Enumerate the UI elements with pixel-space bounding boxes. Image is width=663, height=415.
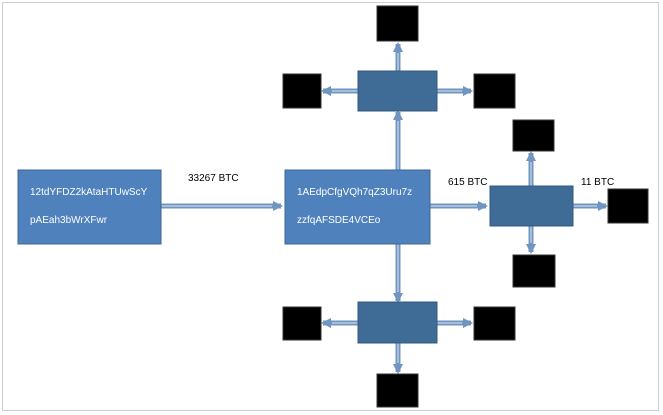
terminal-node-right-bottom xyxy=(512,254,556,288)
edge-label-hub-to-right: 615 BTC xyxy=(448,177,487,188)
terminal-node-top-left xyxy=(282,73,322,109)
bottom-intermediate-node xyxy=(357,301,438,344)
terminal-node-right xyxy=(607,188,649,224)
hub-address-line2: zzfqAFSDE4VCEo xyxy=(297,215,381,226)
terminal-node-top-right xyxy=(473,73,516,109)
arrow-highlights xyxy=(161,53,597,363)
terminal-node-right-top xyxy=(512,119,555,152)
terminal-node-top xyxy=(376,5,419,42)
terminal-nodes xyxy=(282,5,649,408)
diagram-frame xyxy=(2,2,659,411)
edge-label-source-to-hub: 33267 BTC xyxy=(188,173,239,184)
source-address-line2: pAEah3bWrXFwr xyxy=(30,215,108,226)
terminal-node-bottom-right xyxy=(473,306,516,341)
terminal-node-bottom-left xyxy=(282,306,322,341)
right-intermediate-node xyxy=(489,185,574,227)
top-intermediate-node xyxy=(357,70,438,112)
hub-address-box xyxy=(284,169,431,245)
terminal-node-bottom xyxy=(376,373,419,408)
source-address-box xyxy=(17,169,162,245)
hub-address-line1: 1AEdpCfgVQh7qZ3Uru7z xyxy=(297,187,412,198)
source-address-line1: 12tdYFDZ2kAtaHTUwScY xyxy=(30,187,148,198)
edge-label-right-to-terminal: 11 BTC xyxy=(581,177,614,188)
